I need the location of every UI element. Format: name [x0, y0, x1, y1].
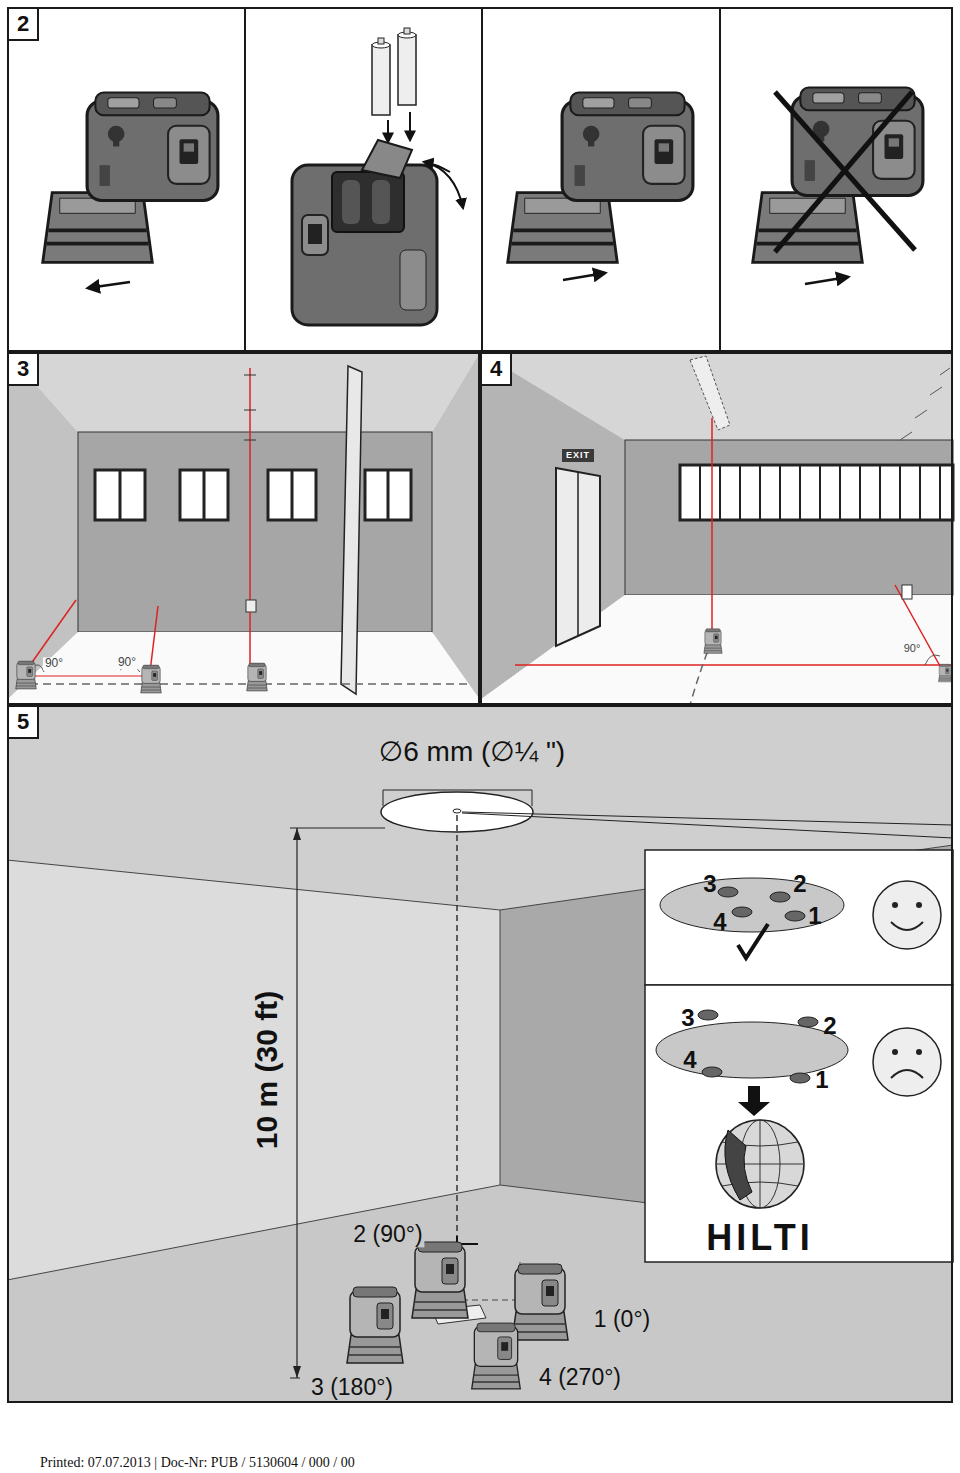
- position-number: 1: [806, 903, 823, 929]
- position-number: 1: [813, 1067, 830, 1093]
- angle-label: 90°: [116, 656, 138, 669]
- figure-panel: 5: [7, 705, 953, 1403]
- brand-logo: HILTI: [704, 1218, 815, 1258]
- position-number: 3: [679, 1005, 696, 1031]
- dimension-label: ∅6 mm (∅¼ "): [377, 737, 567, 768]
- position-number: 4: [681, 1047, 698, 1073]
- panel-number: 2: [7, 7, 39, 41]
- position-angle: 1 (0°): [592, 1307, 653, 1332]
- position-number: 2: [821, 1013, 838, 1039]
- position-number: 2: [791, 871, 808, 897]
- position-angle: 2 (90°): [351, 1222, 424, 1247]
- dimension-label: 10 m (30 ft): [250, 989, 283, 1151]
- figure-panel: 3: [7, 352, 480, 705]
- figure-panel: 4EXIT: [480, 352, 953, 705]
- figure-panel: 2: [7, 7, 953, 352]
- panel-number: 5: [7, 705, 39, 739]
- position-angle: 4 (270°): [537, 1365, 623, 1390]
- position-number: 3: [701, 871, 718, 897]
- position-angle: 3 (180°): [309, 1375, 395, 1400]
- exit-sign: EXIT: [562, 449, 594, 462]
- angle-label: 90°: [43, 657, 65, 670]
- position-number: 4: [711, 909, 728, 935]
- angle-label: 90°: [902, 642, 923, 654]
- sign-text: EXIT: [566, 450, 590, 461]
- panel-number: 4: [480, 352, 512, 386]
- panel-number: 3: [7, 352, 39, 386]
- print-note: Printed: 07.07.2013 | Doc-Nr: PUB / 5130…: [38, 1455, 357, 1470]
